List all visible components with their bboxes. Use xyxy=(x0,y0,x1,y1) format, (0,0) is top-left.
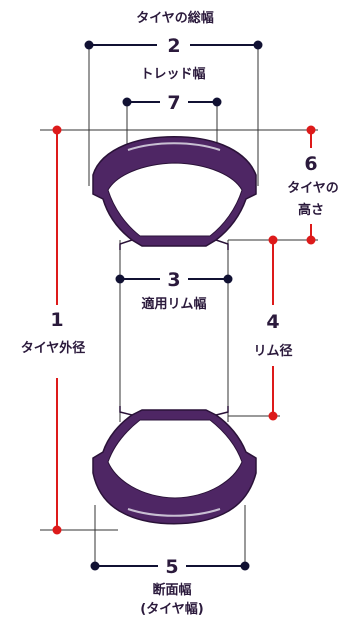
dim-6-end-top xyxy=(306,125,316,135)
dim-7-end-right xyxy=(212,97,222,107)
dim-5-label-line1: 断面幅 xyxy=(152,582,191,598)
dim-5-number: 5 xyxy=(165,556,178,578)
dim-3-number: 3 xyxy=(167,269,180,291)
tire-bottom xyxy=(92,406,257,525)
dim-2-label: タイヤの総幅 xyxy=(136,10,214,26)
dim-6-label-line2: 高さ xyxy=(298,202,324,218)
dim-3-end-left xyxy=(115,274,125,284)
dim-4-number: 4 xyxy=(266,311,279,333)
dim-1-end-top xyxy=(52,125,62,135)
dim-6-label-line1: タイヤの xyxy=(287,181,339,196)
rim-flange-top-right xyxy=(215,239,229,250)
dim-5-label-line2: (タイヤ幅) xyxy=(140,601,204,617)
dim-3-end-right xyxy=(223,274,233,284)
dim-2-overall-width xyxy=(84,40,263,50)
dim-4-end-top xyxy=(268,235,278,245)
dim-7-label: トレッド幅 xyxy=(140,66,205,82)
dim-2-end-right xyxy=(253,40,263,50)
dim-4-label: リム径 xyxy=(253,343,292,359)
dim-7-end-left xyxy=(122,97,132,107)
tire-bottom-highlight xyxy=(127,508,221,517)
tire-bottom-cavity xyxy=(107,419,243,499)
dim-2-end-left xyxy=(84,40,94,50)
dim-5-section-width xyxy=(90,561,250,571)
dim-6-end-bottom xyxy=(306,235,316,245)
tire-top-highlight xyxy=(127,142,221,151)
rim-flange-bottom-left xyxy=(119,406,133,416)
rim-flange-top-left xyxy=(119,239,133,250)
dim-2-number: 2 xyxy=(167,35,180,57)
dim-1-number: 1 xyxy=(50,309,63,331)
tire-top-cavity xyxy=(107,162,243,237)
dim-7-tread-width xyxy=(122,97,222,107)
dim-7-number: 7 xyxy=(167,92,180,114)
tire-top xyxy=(92,136,257,250)
dim-4-end-bottom xyxy=(268,411,278,421)
dim-1-outer-diameter xyxy=(52,125,62,535)
dim-5-end-left xyxy=(90,561,100,571)
dim-1-end-bottom xyxy=(52,525,62,535)
dim-6-number: 6 xyxy=(304,153,317,175)
rim-flange-bottom-right xyxy=(215,406,229,416)
dim-6-tire-height xyxy=(306,125,316,245)
dim-5-end-right xyxy=(240,561,250,571)
dim-1-label: タイヤ外径 xyxy=(21,340,86,356)
dim-3-label: 適用リム幅 xyxy=(141,296,206,312)
dim-3-rim-width xyxy=(115,274,233,284)
dim-4-rim-diameter xyxy=(268,235,278,421)
